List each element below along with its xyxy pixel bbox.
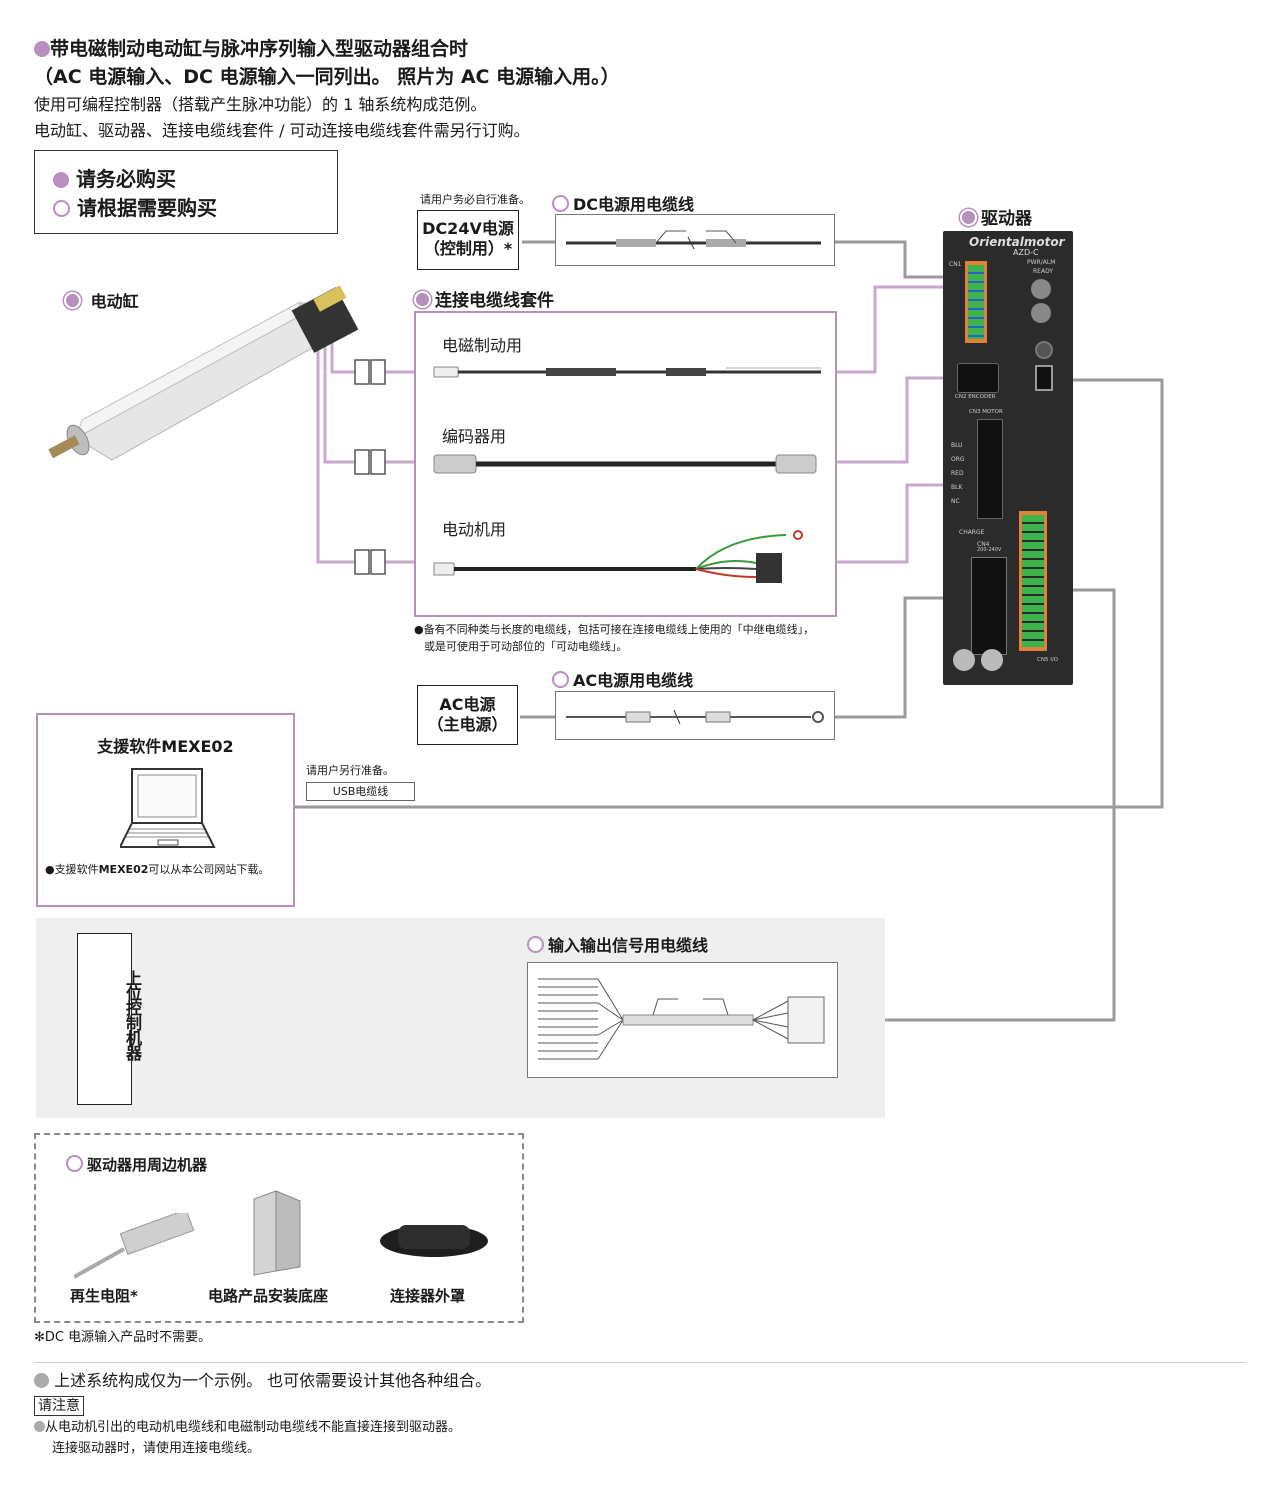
driver-image: Orientalmotor AZD-C PWR/ALM READY CN1 CN…: [943, 231, 1073, 685]
example-note: 上述系统构成仅为一个示例。 也可依需要设计其他各种组合。: [34, 1370, 491, 1392]
driver-cn3: CN3 MOTOR: [969, 409, 1003, 415]
description-line-2: 电动缸、驱动器、连接电缆线套件 / 可动连接电缆线套件需另行订购。: [34, 121, 530, 140]
usb-note: 请用户另行准备。: [306, 764, 394, 777]
warning-line-2: 连接驱动器时，请使用连接电缆线。: [52, 1441, 261, 1456]
driver-pwr: PWR/ALM: [1027, 259, 1056, 266]
driver-label: 驱动器: [960, 204, 1032, 229]
software-title: 支援软件MEXE02: [97, 737, 234, 756]
usb-port-icon: [1035, 365, 1053, 391]
software-box: 支援软件MEXE02 ●支援软件MEXE02可以从本公司网站下载。: [36, 713, 295, 907]
mounting-base-label: 电路产品安装底座: [208, 1287, 329, 1305]
usb-cable-label: USB电缆线: [306, 782, 415, 801]
dc-cable-box: [555, 214, 835, 266]
dc-cable-label: DC电源用电缆线: [552, 191, 694, 215]
software-note: ●支援软件MEXE02可以从本公司网站下载。: [45, 863, 270, 876]
peripherals-box: 驱动器用周边机器 再生电阻* 电路产品安装底座 连接器外罩: [34, 1133, 524, 1323]
warning-line-1: 从电动机引出的电动机电缆线和电磁制动电缆线不能直接连接到驱动器。: [34, 1419, 461, 1437]
io-cable-label: 输入输出信号用电缆线: [527, 932, 708, 956]
connector-cover-label: 连接器外罩: [390, 1287, 466, 1305]
ring-dot-icon: [66, 1155, 83, 1172]
ground-screw-icon: [953, 649, 975, 671]
bullet-icon: [34, 1373, 49, 1388]
cn2-encoder-port: [957, 363, 999, 393]
io-cable-image: [538, 978, 825, 1060]
ground-screw-icon: [981, 649, 1003, 671]
cable-kit-note-1: ●备有不同种类与长度的电缆线，包括可接在连接电缆线上使用的「中继电缆线」，: [414, 623, 815, 636]
ac-power-box: AC电源 （主电源）: [417, 685, 518, 745]
page-subtitle: （AC 电源输入、DC 电源输入一同列出。 照片为 AC 电源输入用。）: [34, 66, 620, 88]
driver-cn5: CN5 I/O: [1037, 657, 1059, 663]
cn3-motor-port: [977, 419, 1003, 519]
cn4-port: [971, 557, 1007, 655]
driver-cn4: CN4: [977, 541, 990, 548]
fil-dial-icon: [1031, 279, 1051, 299]
ring-dot-icon: [527, 936, 544, 953]
description-line-1: 使用可编程控制器（搭载产生脉冲功能）的 1 轴系统构成范例。: [34, 95, 487, 114]
divider: [34, 1362, 1246, 1363]
legend-required: 请务必购买: [53, 163, 176, 192]
legend: 请务必购买 请根据需要购买: [34, 150, 338, 234]
motor-cable-image: [433, 530, 803, 583]
home-preset-button[interactable]: [1035, 341, 1053, 359]
dc-power-note: 请用户务必自行准备。: [420, 193, 530, 206]
controller-label: 上位控制机器: [123, 970, 142, 1060]
cable-kit-label: 连接电缆线套件: [414, 286, 554, 311]
io-cable-box: [527, 962, 838, 1078]
bullet-icon: [34, 1421, 45, 1432]
dc-power-label: DC24V电源: [422, 219, 514, 238]
dc-power-box: DC24V电源 （控制用）*: [417, 210, 519, 270]
filled-dot-icon: [53, 172, 69, 188]
ac-cable-image: [566, 709, 824, 725]
cn1-terminal-slots: [968, 265, 984, 339]
regen-resistor-label: 再生电阻*: [70, 1287, 138, 1305]
cn5-terminal-slots: [1022, 515, 1044, 647]
brake-cable-image: [433, 366, 821, 378]
driver-cn2: CN2 ENCODER: [955, 394, 996, 400]
ring-dot-icon: [552, 195, 569, 212]
dc-cable-image: [566, 230, 821, 250]
cable-kit-note-2: 或是可使用于可动部位的「可动电缆线」。: [424, 640, 628, 653]
ac-cable-box: [555, 691, 835, 740]
laptop-icon: [120, 768, 216, 848]
mounting-base-image: [253, 1190, 301, 1276]
actuator-label: 电动缸: [64, 288, 139, 312]
brake-cable-label: 电磁制动用: [442, 336, 523, 355]
filled-dot-icon: [414, 291, 431, 308]
driver-cn4-voltage: 200-240V: [977, 547, 1002, 553]
filled-dot-icon: [64, 292, 81, 309]
current-dial-icon: [1031, 303, 1051, 323]
driver-charge: CHARGE: [959, 529, 985, 536]
ac-power-label: AC电源: [439, 695, 496, 714]
driver-brand: Orientalmotor: [969, 235, 1065, 249]
cable-kit-box: 电磁制动用 编码器用 电动机用: [414, 311, 837, 617]
ac-power-sublabel: （主电源）: [427, 715, 508, 734]
ring-dot-icon: [53, 200, 70, 217]
driver-model: AZD-C: [1013, 248, 1039, 257]
connector-cover-image: [380, 1225, 488, 1257]
driver-cn1: CN1: [949, 261, 962, 268]
encoder-cable-image: [433, 454, 817, 474]
peripherals-footnote: ✻DC 电源输入产品时不需要。: [34, 1330, 212, 1345]
ac-cable-label: AC电源用电缆线: [552, 667, 693, 691]
controller-box: 上位控制机器: [77, 933, 142, 1105]
page-title: 带电磁制动电动缸与脉冲序列输入型驱动器组合时: [34, 36, 468, 62]
ring-dot-icon: [552, 671, 569, 688]
bullet-icon: [34, 41, 50, 57]
driver-ready: READY: [1033, 268, 1054, 275]
encoder-cable-label: 编码器用: [442, 427, 507, 446]
peripherals-title: 驱动器用周边机器: [66, 1154, 207, 1175]
legend-optional: 请根据需要购买: [53, 192, 217, 221]
regen-resistor-image: [74, 1213, 194, 1279]
notice-badge: 请注意: [34, 1396, 84, 1416]
motor-cable-label: 电动机用: [442, 520, 507, 539]
filled-dot-icon: [960, 209, 977, 226]
dc-power-sublabel: （控制用）*: [423, 239, 513, 258]
